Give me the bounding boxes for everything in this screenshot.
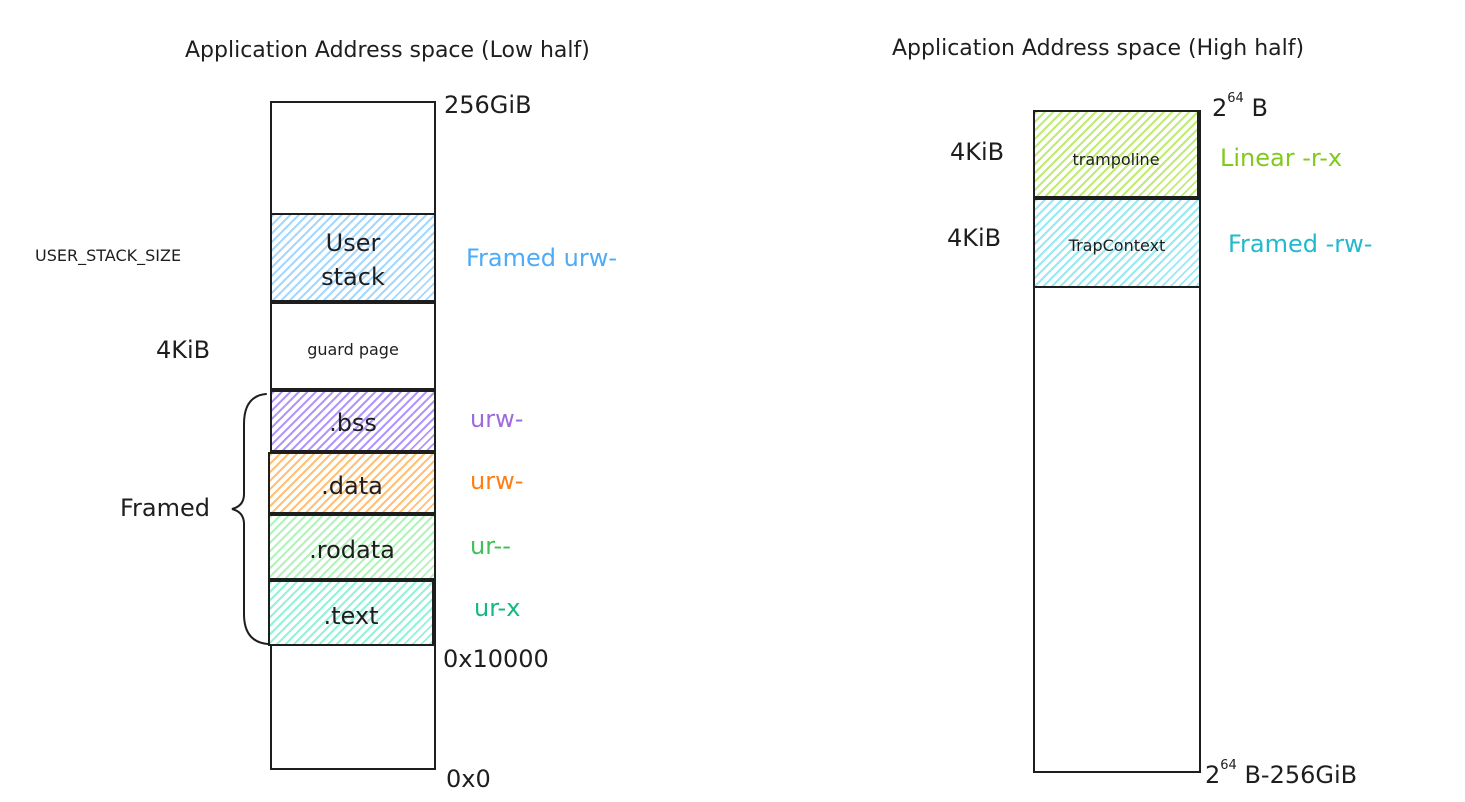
high-bottom-address-base: 2	[1205, 761, 1221, 789]
trampoline-segment: trampoline	[1033, 110, 1199, 198]
high-top-address-exp: 64	[1227, 91, 1244, 106]
bss-segment: .bss	[270, 390, 436, 452]
left-diagram-title: Application Address space (Low half)	[185, 38, 590, 63]
text-label: .text	[323, 602, 379, 630]
rodata-label: .rodata	[309, 536, 395, 564]
rodata-segment: .rodata	[268, 514, 436, 580]
trampoline-permission: Linear -r-x	[1220, 144, 1343, 172]
framed-brace-icon	[231, 393, 269, 645]
high-bottom-address-unit: B-256GiB	[1236, 761, 1358, 789]
data-label: .data	[321, 472, 383, 500]
data-segment: .data	[268, 452, 436, 514]
bss-label: .bss	[329, 409, 377, 437]
trampoline-label: trampoline	[1072, 150, 1160, 169]
user-stack-permission: Framed urw-	[466, 244, 618, 272]
user-stack-segment: User stack	[270, 213, 436, 302]
user-stack-label-line1: User	[325, 229, 381, 257]
guard-page-label: guard page	[307, 340, 399, 359]
trap-context-size-label: 4KiB	[947, 224, 1002, 252]
bottom-address-label: 0x0	[446, 765, 491, 793]
trap-context-segment: TrapContext	[1033, 198, 1201, 288]
rodata-permission: ur--	[470, 532, 511, 560]
high-top-address-label: 264 B	[1212, 92, 1268, 122]
high-bottom-address-exp: 64	[1220, 758, 1237, 773]
text-permission: ur-x	[474, 594, 521, 622]
right-diagram-title: Application Address space (High half)	[892, 36, 1305, 61]
user-stack-size-label: USER_STACK_SIZE	[35, 246, 182, 265]
high-bottom-address-label: 264 B-256GiB	[1205, 759, 1358, 789]
trap-context-label: TrapContext	[1068, 236, 1166, 255]
data-permission: urw-	[470, 467, 524, 495]
guard-page-segment: guard page	[270, 302, 436, 390]
top-address-label: 256GiB	[444, 91, 532, 119]
trampoline-size-label: 4KiB	[950, 138, 1005, 166]
user-stack-label-line2: stack	[321, 263, 385, 291]
high-top-address-unit: B	[1243, 94, 1268, 122]
text-segment: .text	[268, 580, 434, 646]
high-top-address-base: 2	[1212, 94, 1228, 122]
framed-label: Framed	[120, 494, 211, 522]
guard-page-size-label: 4KiB	[156, 336, 211, 364]
bss-permission: urw-	[470, 405, 524, 433]
trap-context-permission: Framed -rw-	[1228, 230, 1373, 258]
mid-address-label: 0x10000	[443, 645, 549, 673]
